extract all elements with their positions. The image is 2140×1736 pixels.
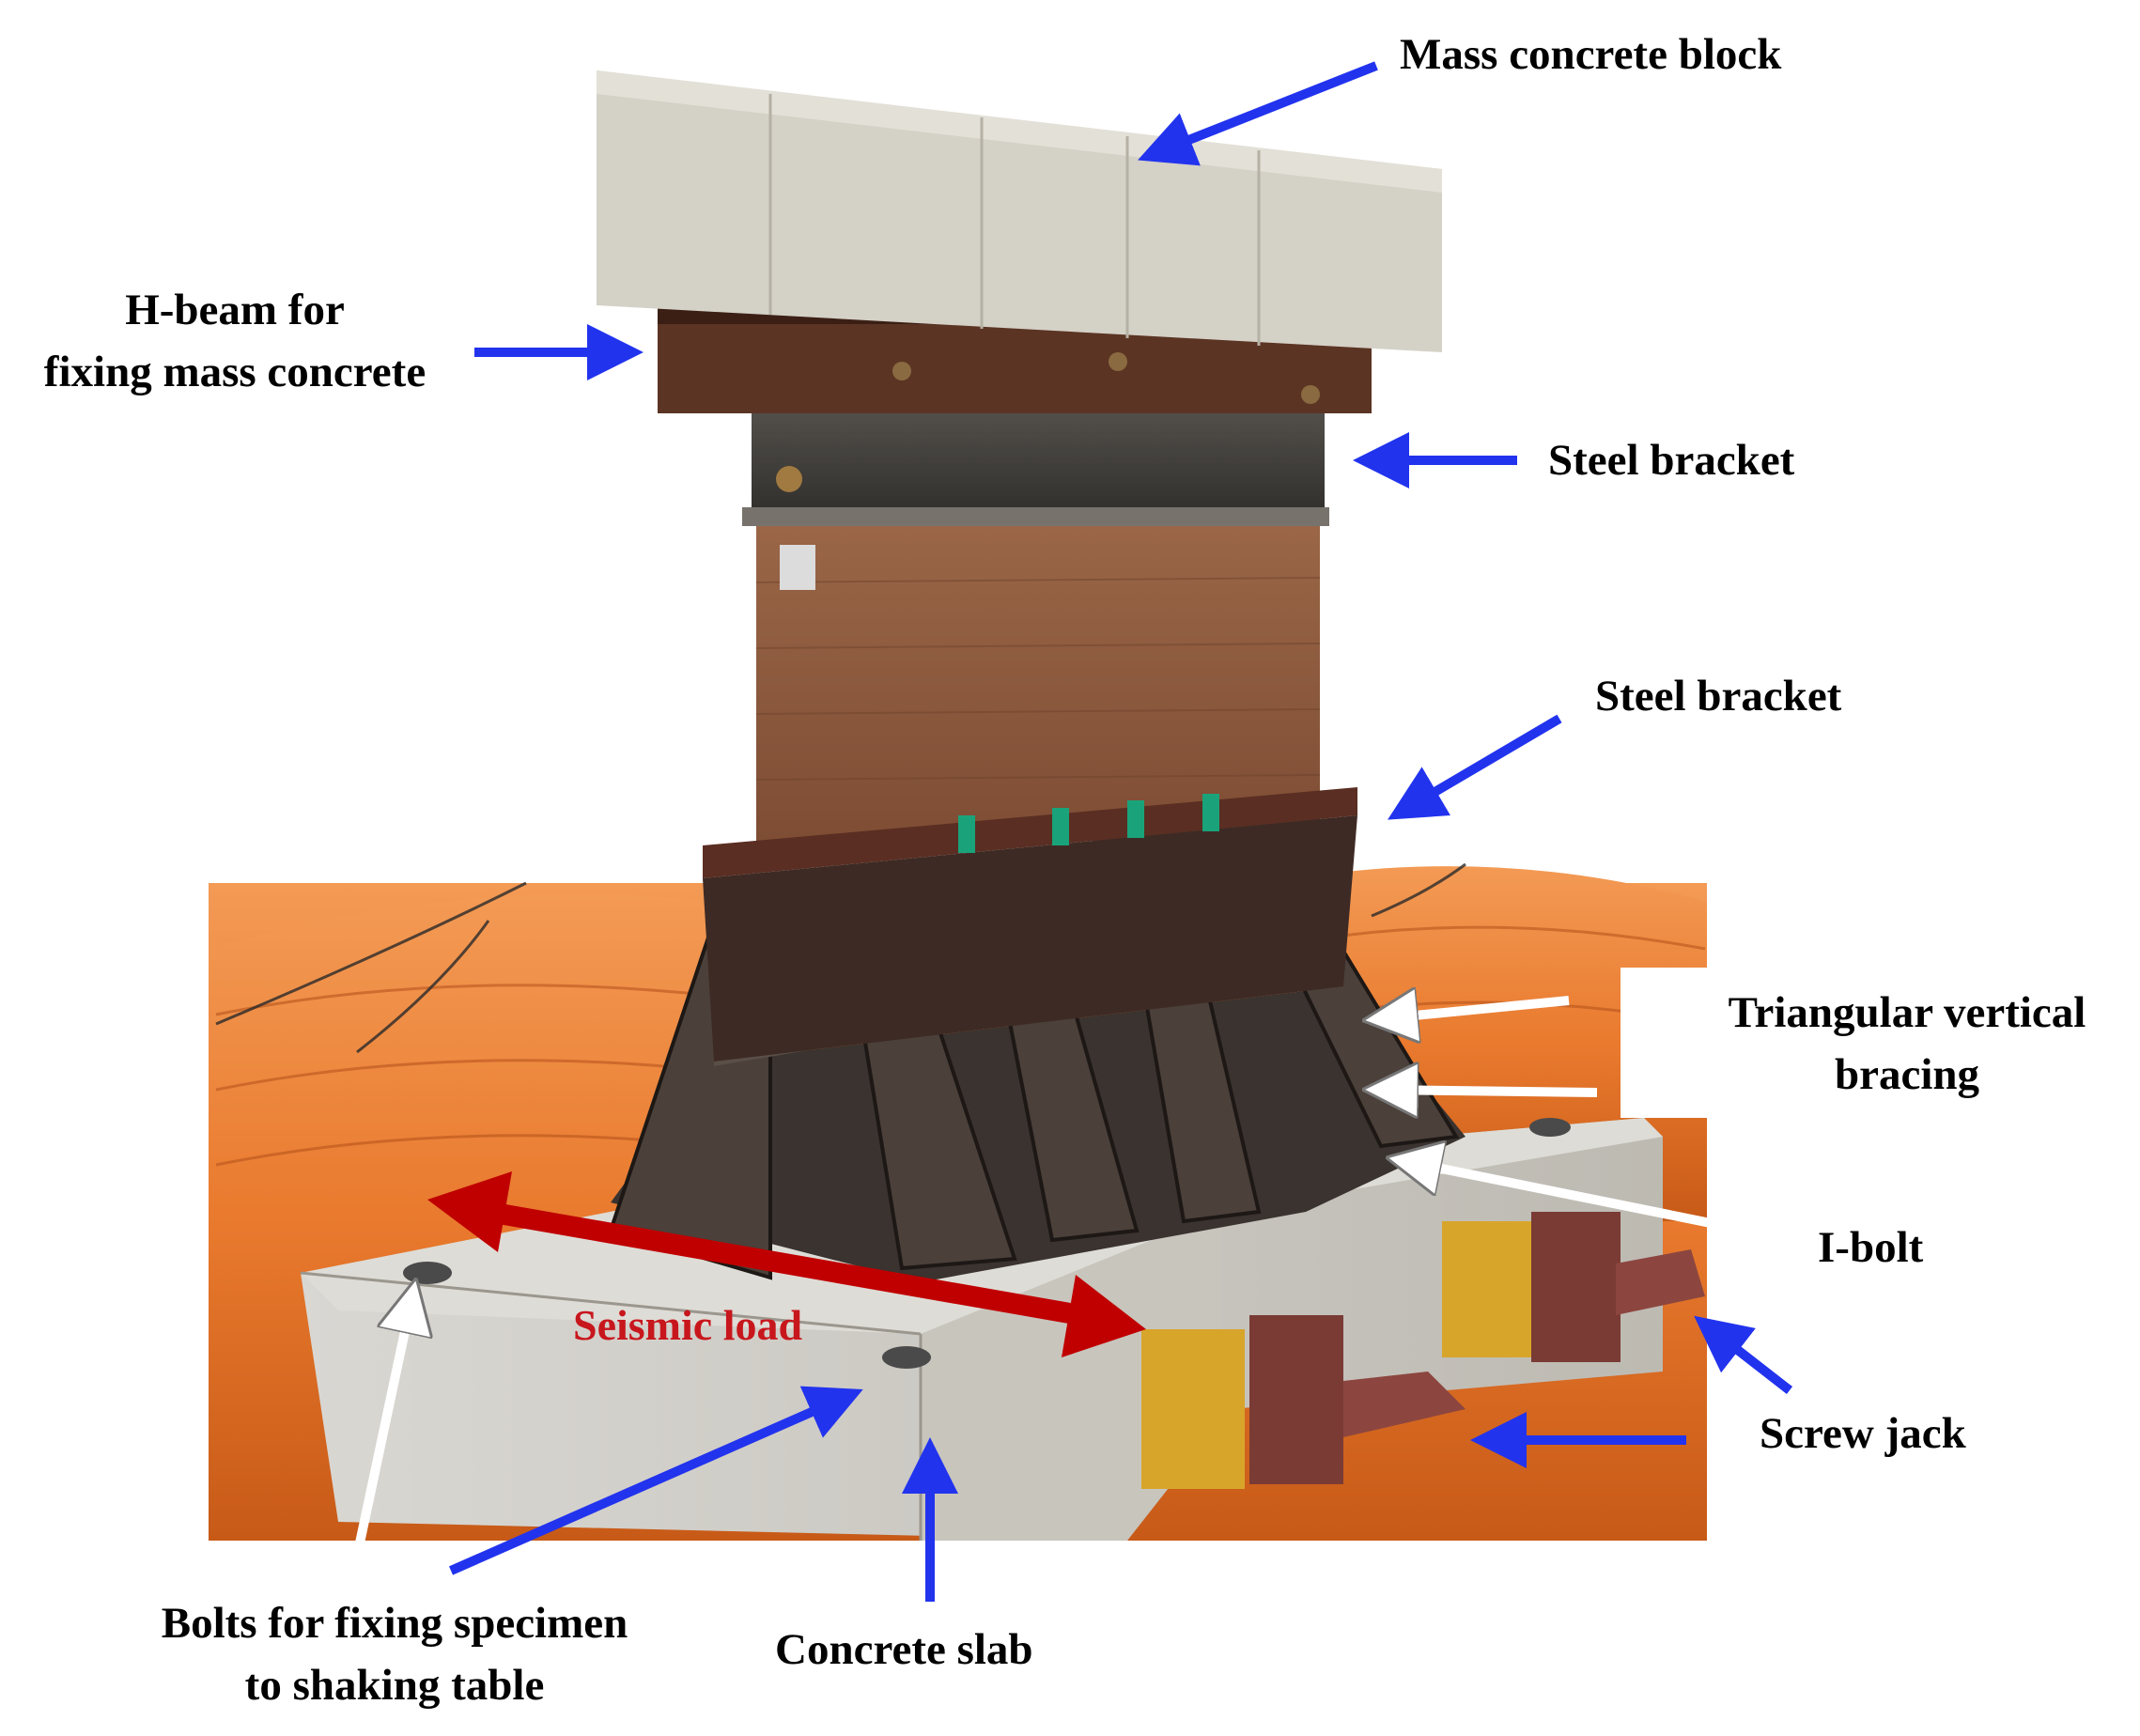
screw-jacks <box>1141 1212 1705 1489</box>
label-concrete-slab: Concrete slab <box>775 1625 1033 1674</box>
label-bolts-fixing: Bolts for fixing specimen to shaking tab… <box>94 1592 695 1716</box>
arrow-steel-bracket-bottom <box>1388 714 1562 820</box>
label-h-beam: H-beam for fixing mass concrete <box>9 279 460 403</box>
lower-steel-bracket <box>703 787 1357 1062</box>
label-triangular-bracing: Triangular vertical bracing <box>1682 982 2132 1106</box>
label-triangular-bracing-line1: Triangular vertical <box>1728 988 2086 1037</box>
arrow-bolts-fixing-1 <box>348 1292 413 1580</box>
label-h-beam-line1: H-beam for <box>125 286 345 334</box>
annotation-arrows <box>348 61 1793 1602</box>
arrow-mass-concrete-block <box>1138 61 1378 166</box>
label-steel-bracket-top: Steel bracket <box>1548 436 1795 485</box>
label-bolts-fixing-line1: Bolts for fixing specimen <box>161 1599 628 1648</box>
label-i-bolt: I-bolt <box>1818 1223 1924 1272</box>
earth-wall-specimen <box>755 526 1321 841</box>
label-steel-bracket-bottom: Steel bracket <box>1595 672 1842 721</box>
upper-steel-bracket <box>742 399 1329 590</box>
arrow-bolts-fixing-2 <box>448 1386 863 1575</box>
arrow-screw-jack-1 <box>1694 1315 1793 1394</box>
arrow-bracing-2 <box>1376 1090 1598 1093</box>
label-h-beam-line2: fixing mass concrete <box>43 348 426 396</box>
label-mass-concrete-block: Mass concrete block <box>1400 30 1782 79</box>
label-bolts-fixing-line2: to shaking table <box>244 1661 545 1710</box>
arrow-bracing-1 <box>1376 1000 1570 1019</box>
seismic-load-arrow <box>427 1171 1146 1357</box>
label-seismic-load: Seismic load <box>573 1301 803 1349</box>
label-triangular-bracing-line2: bracing <box>1834 1050 1980 1099</box>
mass-concrete-block <box>597 70 1442 352</box>
label-screw-jack: Screw jack <box>1760 1409 1966 1458</box>
arrow-i-bolt <box>1400 1160 1772 1240</box>
